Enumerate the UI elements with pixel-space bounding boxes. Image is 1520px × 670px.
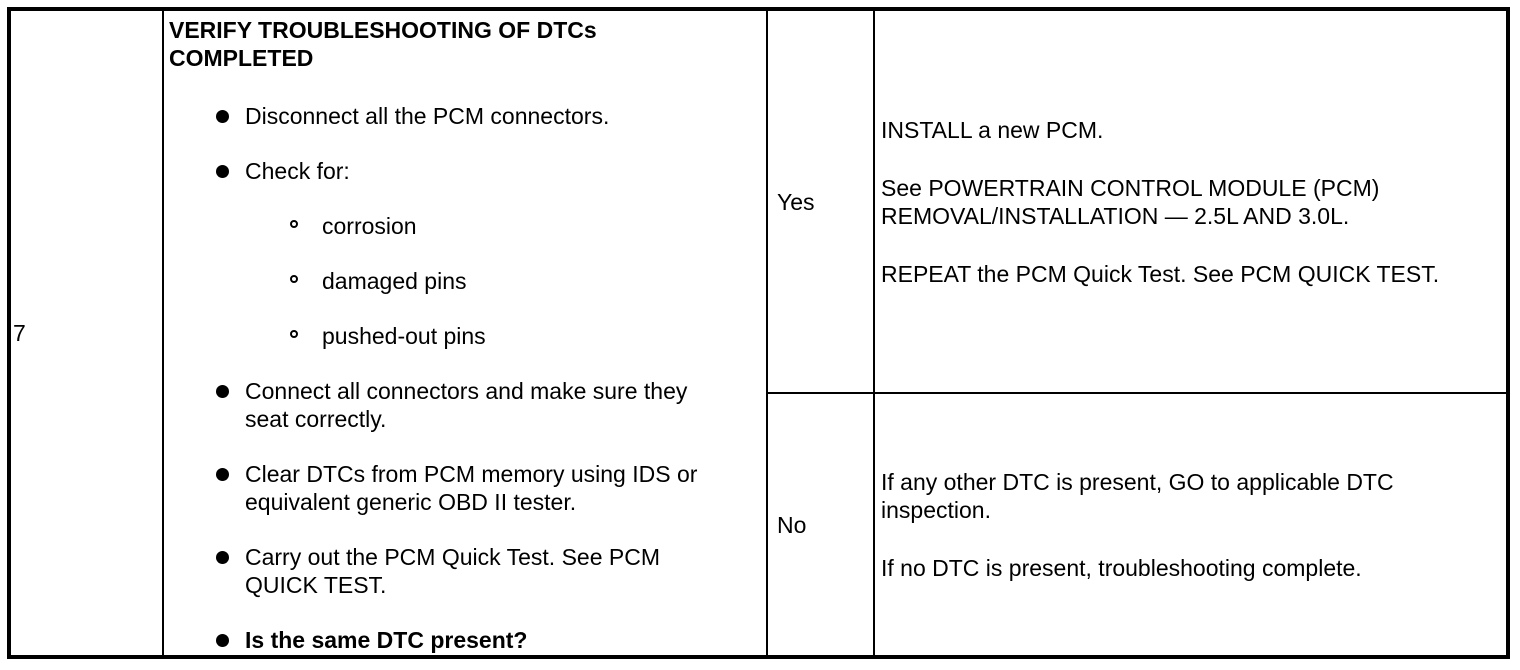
- list-item: Carry out the PCM Quick Test. See PCM QU…: [169, 543, 760, 599]
- circle-icon: [290, 220, 298, 228]
- procedure-cell: VERIFY TROUBLESHOOTING OF DTCs COMPLETED…: [162, 11, 766, 655]
- troubleshooting-table: 7 VERIFY TROUBLESHOOTING OF DTCs COMPLET…: [7, 7, 1510, 659]
- list-item-text: Disconnect all the PCM connectors.: [245, 103, 610, 129]
- action-paragraph: If any other DTC is present, GO to appli…: [881, 468, 1394, 523]
- yes-label: Yes: [777, 188, 815, 215]
- action-paragraph: INSTALL a new PCM.: [881, 116, 1104, 143]
- list-item-text: Clear DTCs from PCM memory using IDS or …: [245, 461, 698, 515]
- sub-list-item: corrosion: [169, 212, 760, 240]
- list-item-text: Check for:: [245, 158, 350, 184]
- circle-icon: [290, 275, 298, 283]
- list-item: Clear DTCs from PCM memory using IDS or …: [169, 460, 760, 516]
- list-item: Disconnect all the PCM connectors.: [169, 102, 760, 130]
- bullet-icon: [216, 110, 229, 123]
- step-number: 7: [13, 320, 26, 346]
- action-cell-yes: INSTALL a new PCM. See POWERTRAIN CONTRO…: [873, 11, 1506, 392]
- bullet-icon: [216, 385, 229, 398]
- sub-list-item: damaged pins: [169, 267, 760, 295]
- list-item-text: corrosion: [322, 213, 417, 239]
- list-item: Check for:: [169, 157, 760, 185]
- sub-list-item: pushed-out pins: [169, 322, 760, 350]
- list-item-text: Carry out the PCM Quick Test. See PCM QU…: [245, 544, 660, 598]
- list-item-text: Is the same DTC present?: [245, 627, 528, 653]
- action-paragraph: REPEAT the PCM Quick Test. See PCM QUICK…: [881, 260, 1440, 287]
- no-label: No: [777, 511, 807, 538]
- action-paragraph: If no DTC is present, troubleshooting co…: [881, 554, 1362, 581]
- bullet-icon: [216, 634, 229, 647]
- bullet-icon: [216, 165, 229, 178]
- bullet-icon: [216, 468, 229, 481]
- list-item-question: Is the same DTC present?: [169, 626, 760, 654]
- list-item-text: damaged pins: [322, 268, 467, 294]
- list-item-text: Connect all connectors and make sure the…: [245, 378, 688, 432]
- circle-icon: [290, 330, 298, 338]
- answer-cell-no: No: [766, 392, 873, 655]
- procedure-list: Disconnect all the PCM connectors. Check…: [169, 102, 760, 654]
- procedure-title: VERIFY TROUBLESHOOTING OF DTCs COMPLETED: [169, 17, 597, 71]
- answer-cell-yes: Yes: [766, 11, 873, 392]
- action-paragraph: See POWERTRAIN CONTROL MODULE (PCM) REMO…: [881, 174, 1380, 229]
- list-item: Connect all connectors and make sure the…: [169, 377, 760, 433]
- action-cell-no: If any other DTC is present, GO to appli…: [873, 392, 1506, 655]
- bullet-icon: [216, 551, 229, 564]
- list-item-text: pushed-out pins: [322, 323, 486, 349]
- step-number-cell: 7: [11, 11, 162, 655]
